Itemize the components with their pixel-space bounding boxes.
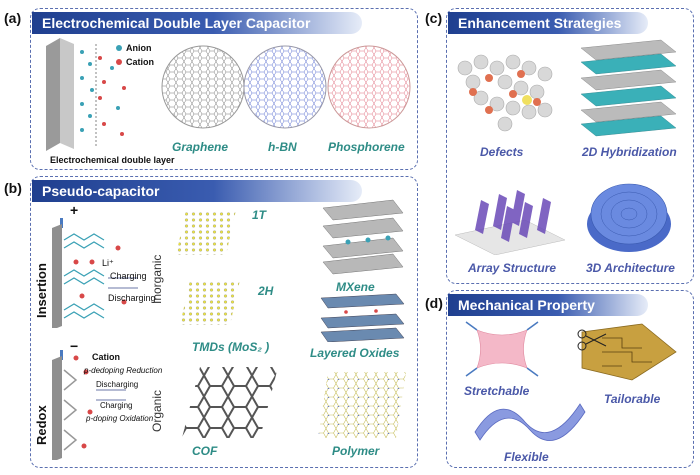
panel-d (446, 290, 694, 468)
cation-label: Cation (126, 57, 154, 67)
cof-structure (182, 367, 278, 438)
property-flexible-label: Flexible (504, 450, 549, 464)
panel-c-letter: (c) (425, 10, 443, 26)
phase-1t-label: 1T (252, 208, 267, 222)
defects-illustration (457, 54, 553, 132)
anion-label: Anion (126, 43, 152, 53)
plus-sign: + (70, 202, 79, 218)
mxene-label: MXene (336, 280, 375, 294)
2d-hybridization-illustration (580, 39, 677, 137)
cation-icon (116, 59, 122, 65)
property-stretchable-label: Stretchable (464, 384, 530, 398)
flexible-illustration (474, 403, 586, 441)
material-phosphorene-label: Phosphorene (328, 140, 405, 154)
panel-c-title: Enhancement Strategies (448, 12, 648, 34)
inorganic-label: Inorganic (150, 254, 164, 304)
polymer-structure (318, 372, 406, 438)
graphene-lattice (161, 45, 245, 129)
discharging-label-redox: Discharging (96, 380, 139, 389)
hbn-lattice (243, 45, 327, 129)
polymer-label: Polymer (332, 444, 380, 458)
panel-c (446, 8, 694, 284)
panel-a-letter: (a) (4, 10, 22, 26)
material-graphene-label: Graphene (172, 140, 229, 154)
tmd-1t-lattice (176, 210, 236, 255)
strategy-2d-hybridization-label: 2D Hybridization (582, 145, 677, 159)
redox-electrode-illustration (52, 350, 126, 460)
panel-d-title: Mechanical Property (448, 294, 648, 316)
strategy-defects-label: Defects (480, 145, 524, 159)
phase-2h-label: 2H (258, 284, 274, 298)
property-tailorable-label: Tailorable (604, 392, 661, 406)
tmd-2h-lattice (180, 280, 240, 325)
layered-oxides-structure (320, 293, 405, 342)
cof-label: COF (192, 444, 218, 458)
phosphorene-lattice (327, 45, 411, 129)
panel-d-letter: (d) (425, 295, 443, 311)
insertion-label: Insertion (34, 263, 49, 318)
charging-label-insertion: Charging (110, 271, 147, 281)
insertion-electrode-illustration (52, 218, 138, 328)
mxene-structure (322, 199, 404, 275)
strategy-array-structure-label: Array Structure (468, 261, 557, 275)
stretchable-illustration (465, 321, 539, 377)
p-dedoping-label: p-dedoping Reduction (84, 366, 163, 375)
tailorable-illustration (577, 323, 677, 381)
tmds-label: TMDs (MoS₂ ) (192, 340, 270, 354)
discharging-label-insertion: Discharging (108, 293, 156, 303)
organic-label: Organic (150, 389, 164, 432)
panel-b (30, 176, 418, 468)
li-ion-label: Li⁺ (102, 258, 114, 268)
panel-b-title: Pseudo-capacitor (32, 180, 362, 202)
panel-a (30, 8, 418, 170)
redox-label: Redox (34, 405, 49, 445)
array-structure-illustration (455, 190, 565, 255)
charging-label-redox: Charging (100, 401, 133, 410)
p-doping-label: p-doping Oxidation (86, 414, 154, 423)
anion-icon (116, 45, 122, 51)
electrode-caption: Electrochemical double layer (50, 155, 175, 165)
strategy-3d-architecture-label: 3D Architecture (586, 261, 675, 275)
panel-b-letter: (b) (4, 180, 22, 196)
cation-label-redox: Cation (92, 352, 120, 362)
layered-oxides-label: Layered Oxides (310, 346, 400, 360)
electrode-double-layer-illustration (46, 38, 126, 151)
3d-architecture-illustration (587, 183, 671, 252)
material-hbn-label: h-BN (268, 140, 297, 154)
minus-sign: − (70, 338, 79, 354)
panel-a-title: Electrochemical Double Layer Capacitor (32, 12, 362, 34)
